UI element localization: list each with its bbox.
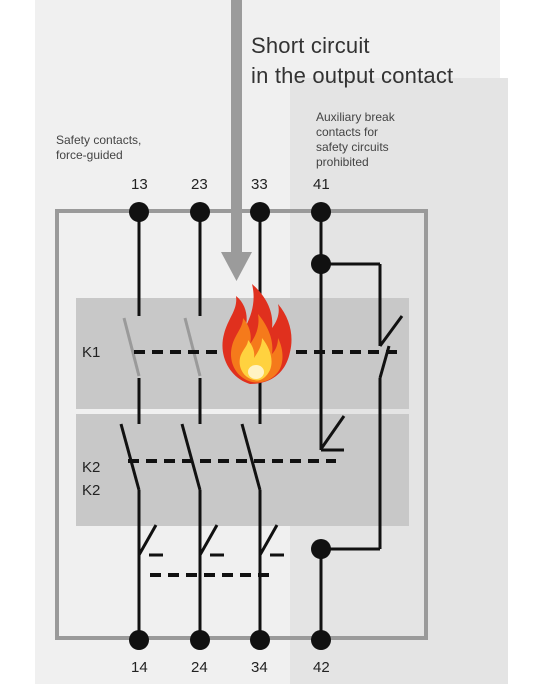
safety-contacts-label-line-1: Safety contacts, <box>56 133 142 147</box>
terminal-42-dot <box>311 630 331 650</box>
nc-contact-23 <box>198 524 224 557</box>
terminal-33-label: 33 <box>251 176 268 193</box>
arrow-down-icon <box>221 0 252 281</box>
terminal-42-label: 42 <box>313 659 330 676</box>
terminal-dots <box>129 202 331 650</box>
terminal-33-dot <box>250 202 270 222</box>
diagram-title-line-2: in the output contact <box>251 63 454 88</box>
terminal-13-dot <box>129 202 149 222</box>
terminal-24-label: 24 <box>191 659 208 676</box>
k1-contact-23 <box>183 317 202 377</box>
terminal-23-label: 23 <box>191 176 208 193</box>
k2-relay-band <box>76 414 409 526</box>
k1-label: K1 <box>82 344 101 361</box>
k2-contact-23 <box>180 423 202 491</box>
terminal-41-dot <box>311 202 331 222</box>
aux-contacts-label-line-3: safety circuits <box>316 140 389 154</box>
k2-label-lower: K2 <box>82 482 101 499</box>
terminal-41-label: 41 <box>313 176 330 193</box>
k2-contact-33 <box>240 423 262 491</box>
terminal-14-dot <box>129 630 149 650</box>
k2-contact-13 <box>119 423 141 491</box>
safety-contacts-label-line-2: force-guided <box>56 148 123 162</box>
terminal-34-dot <box>250 630 270 650</box>
aux-contacts-label-line-1: Auxiliary break <box>316 110 395 124</box>
k2-label-upper: K2 <box>82 459 101 476</box>
k1-contact-13 <box>122 317 141 377</box>
terminal-14-label: 14 <box>131 659 148 676</box>
nc-contact-13 <box>137 524 163 557</box>
aux-contacts-label-line-2: contacts for <box>316 125 379 139</box>
terminal-34-label: 34 <box>251 659 268 676</box>
nc-contact-33 <box>258 524 284 557</box>
diagram-title-line-1: Short circuit <box>251 33 370 58</box>
aux-nc-contact-k2 <box>319 415 346 450</box>
terminal-13-label: 13 <box>131 176 148 193</box>
terminal-23-dot <box>190 202 210 222</box>
junction-41-top <box>311 254 331 274</box>
junction-42-bottom <box>311 539 331 559</box>
terminal-24-dot <box>190 630 210 650</box>
fire-icon <box>222 284 292 384</box>
aux-contacts-label-line-4: prohibited <box>316 155 369 169</box>
